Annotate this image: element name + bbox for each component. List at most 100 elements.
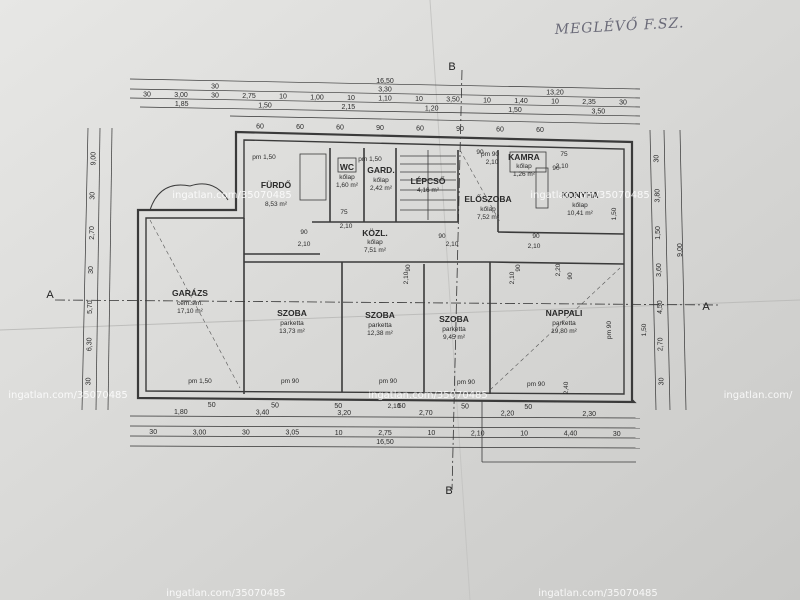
room-name-lepcso: LÉPCSŐ (411, 175, 446, 186)
dimension-left: 2,70 (89, 226, 96, 240)
dimension-left: 9,00 (91, 152, 98, 166)
slab-lines (149, 149, 621, 391)
dimension-bottom-row2: 3,00 (193, 429, 207, 436)
door-label: 90 (515, 264, 522, 272)
dimension-top-row4: 60 (536, 127, 544, 134)
window-label: pm 90 (379, 378, 397, 385)
dimension-bottom-row2: 30 (242, 430, 250, 437)
dimension-bottom-row3: 50 (271, 403, 279, 410)
room-finish-wc: kőlap (339, 174, 355, 181)
dimension-top-row3: 2,15 (341, 104, 355, 111)
dimension-top-row2: 10 (347, 95, 355, 102)
dimension-bottom-row2: 2,75 (378, 430, 392, 437)
dimension-top-row4: 90 (376, 125, 384, 132)
paper-fold (429, 0, 471, 600)
room-area-konyha: 10,41 m² (567, 210, 593, 217)
room-finish-gard: kőlap (373, 177, 389, 184)
door-label: 90 (300, 229, 308, 236)
dimension-top-row2: 1,00 (310, 94, 324, 101)
watermark-text: ingatlan.com/35070485 (530, 190, 650, 201)
dimension-right-inner: 4,50 (657, 300, 664, 314)
dimension-top-row2: 10 (279, 94, 287, 101)
dimension-top-row2: 10 (551, 99, 559, 106)
dimension-top-row4: 60 (256, 123, 264, 130)
dimension-top-row2: 1,10 (378, 96, 392, 103)
dimension-left: 30 (88, 266, 95, 274)
dimension-bottom-row2: 10 (335, 430, 343, 437)
dimension-bottom-row1: 2,20 (501, 411, 515, 418)
room-area-kamra: 1,26 m² (513, 171, 536, 178)
dimension-bottom-row1: 2,70 (419, 410, 433, 417)
dimension-right-outer: 9,00 (677, 243, 684, 257)
door-label: 90 (552, 165, 560, 172)
dimension-top-row4: 90 (456, 126, 464, 133)
dimension-top-row1: 30 (211, 84, 219, 91)
dimension-top-row4: 60 (496, 126, 504, 133)
garage-entrance (149, 183, 229, 211)
room-name-szoba-1: SZOBA (277, 308, 307, 318)
room-area-szoba-2: 12,38 m² (367, 330, 393, 337)
room-finish-szoba-2: parketta (368, 322, 392, 329)
dimension-top-row2: 10 (415, 96, 423, 103)
room-name-konyha: KONYHA (562, 190, 599, 200)
section-line-b (451, 69, 463, 491)
window-label: pm 90 (281, 378, 299, 385)
dimension-top-row4: 60 (336, 124, 344, 131)
watermark-text: ingatlan.com/35070485 (166, 588, 286, 599)
door-label: 2,10 (403, 271, 410, 284)
door-label: 90 (405, 264, 412, 272)
dimension-left: 30 (85, 377, 92, 385)
room-name-szoba-3: SZOBA (439, 314, 469, 324)
room-area-gard: 2,42 m² (370, 185, 393, 192)
room-labels: GARÁZS cem.sim. 17,10 m² FÜRDŐ 8,53 m² W… (172, 152, 598, 341)
room-name-szoba-2: SZOBA (365, 310, 395, 320)
watermarks: ingatlan.com/35070485 ingatlan.com/350704… (8, 190, 793, 599)
fixtures (299, 151, 549, 209)
room-area-lepcso: 4,16 m² (417, 187, 440, 194)
door-label: 1,50 (611, 207, 618, 220)
dimension-top-row3: 3,50 (591, 108, 605, 115)
dimension-top-row2: 30 (619, 100, 627, 107)
staircase (400, 150, 456, 220)
dimension-top-row2: 3,00 (174, 92, 188, 99)
dimension-left: 5,70 (87, 300, 94, 314)
room-finish-szoba-1: parketta (280, 320, 304, 327)
dimension-left: 30 (90, 192, 97, 200)
paper-fold (0, 299, 800, 331)
room-name-furdo: FÜRDŐ (261, 179, 292, 190)
room-area-nappali: 19,80 m² (551, 328, 577, 335)
dimension-bottom-row1: 2,30 (582, 411, 596, 418)
watermark-text: ingatlan.com/35070485 (538, 588, 658, 599)
room-name-eloszoba: ELŐSZOBA (464, 193, 511, 204)
dimension-top-row2: 10 (483, 97, 491, 104)
dimension-right-inner: 3,80 (654, 189, 661, 203)
room-name-kozl: KÖZL. (362, 228, 388, 238)
watermark-text: ingatlan.com/35070485 (368, 390, 488, 401)
dimension-bottom-row2: 10 (428, 430, 436, 437)
dimension-bottom-row1: 3,40 (256, 410, 270, 417)
watermark-text: ingatlan.com/35070485 (8, 390, 128, 401)
bottom-dimension-lines (129, 415, 641, 449)
room-finish-kamra: kőlap (516, 163, 532, 170)
dimension-top-total: 16,50 (376, 78, 394, 85)
door-label: 2,10 (340, 223, 353, 230)
dimension-top-row1: 3,30 (378, 87, 392, 94)
door-label: 2,20 (555, 263, 562, 276)
section-label-a-right: A (702, 301, 710, 313)
window-label: pm 90 (481, 151, 499, 158)
door-label: 90 (567, 272, 574, 280)
room-name-kamra: KAMRA (508, 152, 540, 162)
dimension-top-row2: 30 (143, 91, 151, 98)
dimension-right-inner: 2,70 (658, 337, 665, 351)
room-area-szoba-3: 9,45 m² (443, 334, 466, 341)
window-label: pm 90 (457, 379, 475, 386)
room-name-nappali: NAPPALI (546, 308, 583, 318)
dimension-top-row3: 1,20 (425, 105, 439, 112)
window-label: pm 1,50 (358, 156, 382, 163)
door-label: 1,50 (641, 323, 648, 336)
dimension-top-row2: 2,35 (582, 99, 596, 106)
room-finish-szoba-3: parketta (442, 326, 466, 333)
